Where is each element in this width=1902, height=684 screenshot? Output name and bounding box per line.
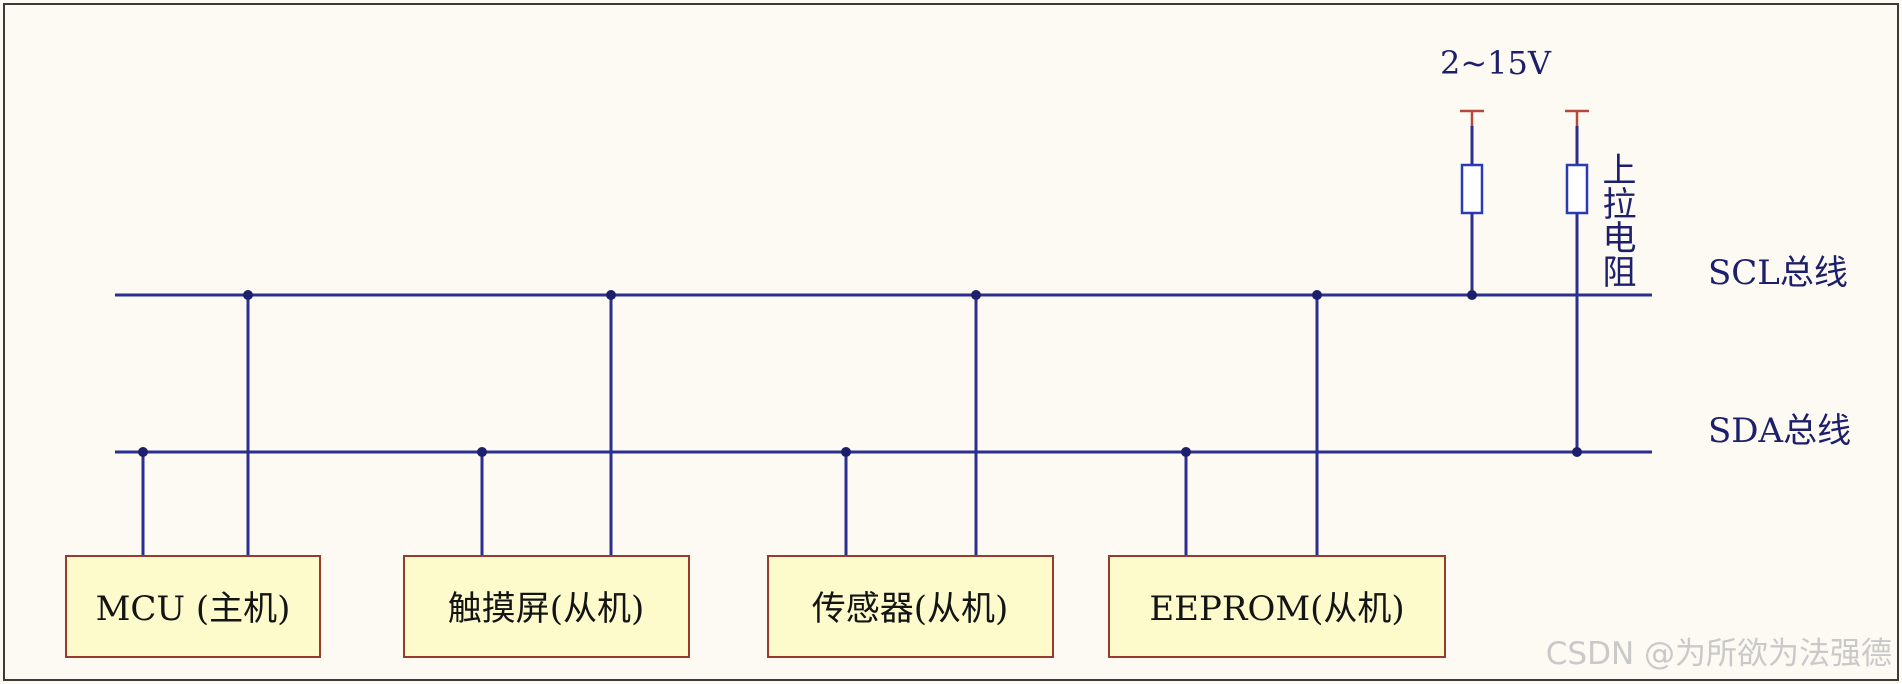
resistor-body-sda <box>1565 163 1589 215</box>
pullup-label: 上拉电阻 <box>1596 152 1636 288</box>
device-label: 传感器(从机) <box>812 589 1009 629</box>
device-eeprom: EEPROM(从机) <box>1108 290 1446 658</box>
scl-bus-label: SCL总线 <box>1708 253 1848 293</box>
device-box <box>403 555 690 658</box>
pullup-resistor-scl <box>1460 109 1484 300</box>
junction-dot <box>1572 447 1582 457</box>
device-label: MCU (主机) <box>96 589 291 629</box>
pullup-resistor-sda <box>1565 109 1589 457</box>
junction-dot <box>477 447 487 457</box>
junction-dot <box>841 447 851 457</box>
junction-dot <box>243 290 253 300</box>
junction-dot <box>1467 290 1477 300</box>
watermark: CSDN @为所欲为法强德 <box>1546 636 1892 672</box>
junction-dot <box>138 447 148 457</box>
device-box <box>65 555 321 658</box>
device-label: EEPROM(从机) <box>1149 589 1404 629</box>
junction-dot <box>971 290 981 300</box>
device-mcu: MCU (主机) <box>65 290 321 658</box>
sda-bus-label: SDA总线 <box>1708 411 1851 451</box>
voltage-label: 2~15V <box>1440 44 1552 82</box>
junction-dot <box>1312 290 1322 300</box>
resistor-body-scl <box>1460 163 1484 215</box>
junction-dot <box>606 290 616 300</box>
device-sensor: 传感器(从机) <box>767 290 1054 658</box>
diagram-frame <box>3 3 1899 681</box>
junction-dot <box>1181 447 1191 457</box>
device-box <box>1108 555 1446 658</box>
device-box <box>767 555 1054 658</box>
device-touch: 触摸屏(从机) <box>403 290 690 658</box>
device-label: 触摸屏(从机) <box>448 589 645 629</box>
